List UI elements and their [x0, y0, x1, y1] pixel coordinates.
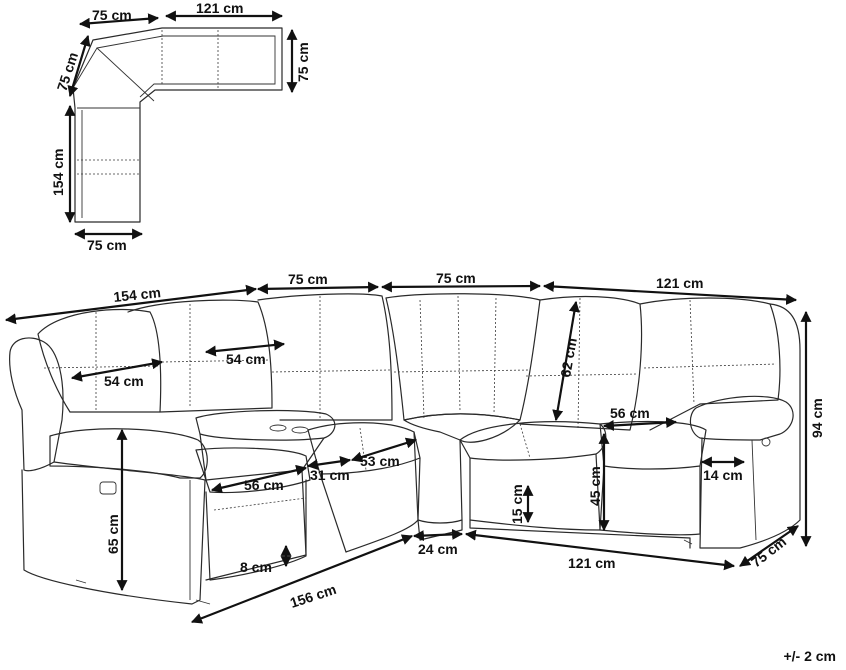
dim-53-arrow	[350, 437, 418, 463]
dim-65-label: 65 cm	[105, 514, 121, 554]
dim-121-arrow	[542, 281, 798, 305]
dim-31-label: 31 cm	[310, 467, 350, 483]
dim-121-label: 121 cm	[656, 275, 703, 291]
dim-154-arrow	[4, 284, 258, 325]
dim-156-arrow	[190, 534, 414, 624]
dim-154-label: 154 cm	[113, 284, 162, 305]
dim-75a-label: 75 cm	[288, 271, 328, 287]
top-right-depth-label: 75 cm	[295, 42, 311, 82]
dim-62-arrow	[552, 300, 580, 422]
dim-8-label: 8 cm	[240, 559, 272, 575]
dim-24-label: 24 cm	[418, 541, 458, 557]
top-left-length-label: 154 cm	[50, 149, 66, 196]
dim-75a-arrow	[256, 281, 380, 295]
dim-45-label: 45 cm	[587, 466, 603, 506]
dim-54a-arrow	[70, 358, 164, 382]
top-bottom-width-label: 75 cm	[87, 237, 127, 253]
top-width-right-label: 121 cm	[196, 0, 243, 16]
dim-75b-arrow	[380, 280, 542, 293]
dim-24-arrow	[412, 528, 464, 542]
dim-94-label: 94 cm	[809, 398, 825, 438]
dim-54b-arrow	[204, 339, 286, 357]
right-armrest	[689, 395, 794, 441]
center-console	[195, 409, 336, 441]
dim-62-label: 62 cm	[557, 337, 580, 379]
dim-121b-arrow	[464, 529, 736, 571]
corner-backrest	[385, 293, 541, 421]
dim-14-label: 14 cm	[703, 467, 743, 483]
dim-121b-label: 121 cm	[568, 555, 615, 571]
dim-56b-label: 56 cm	[610, 405, 650, 421]
dim-31-arrow	[306, 455, 352, 471]
dim-54b-label: 54 cm	[226, 351, 266, 367]
dim-15-label: 15 cm	[509, 484, 525, 524]
top-left-depth-arrow	[67, 34, 91, 98]
dim-156-label: 156 cm	[288, 581, 338, 611]
dim-56b-arrow	[602, 417, 678, 431]
dim-75b-label: 75 cm	[436, 270, 476, 286]
tolerance-note: +/- 2 cm	[783, 648, 836, 664]
sofa-perspective-view	[9, 293, 801, 605]
top-view-plan: 75 cm 121 cm 75 cm 75 cm 154 cm 75 cm	[50, 0, 311, 253]
left-armrest	[9, 337, 64, 472]
dim-53-label: 53 cm	[360, 453, 400, 469]
dim-56a-label: 56 cm	[244, 477, 284, 493]
dim-75c-arrow	[739, 525, 799, 567]
top-width-left-label: 75 cm	[92, 7, 132, 23]
top-width-left-arrow	[78, 13, 160, 29]
dim-56a-arrow	[210, 464, 308, 494]
dim-54a-label: 54 cm	[104, 373, 144, 389]
